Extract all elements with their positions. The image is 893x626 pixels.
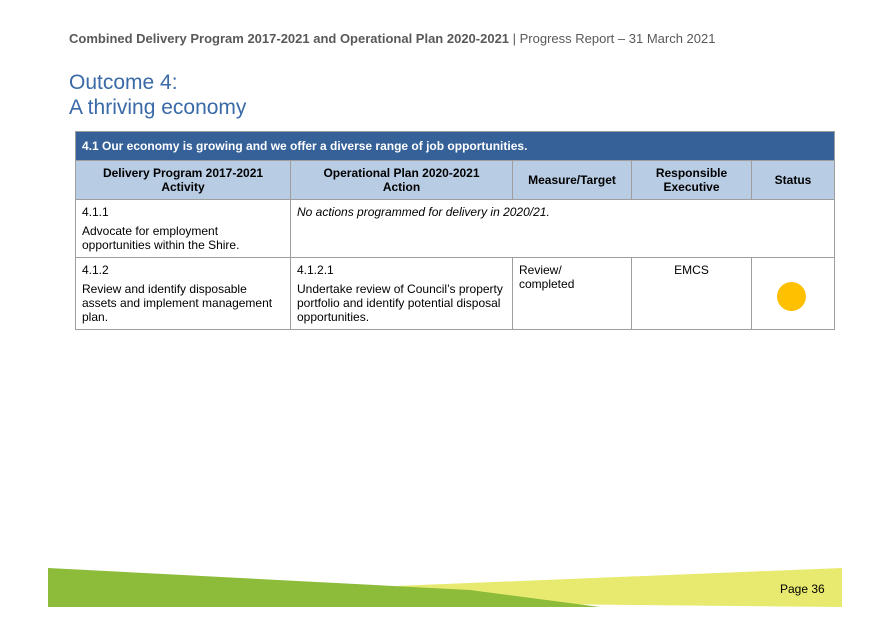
header-program-title: Combined Delivery Program 2017-2021 and … (69, 31, 510, 46)
status-cell (750, 257, 836, 330)
table-row: 4.1.1 Advocate for employment opportunit… (75, 199, 836, 258)
header-separator: | (509, 31, 520, 46)
progress-table: 4.1 Our economy is growing and we offer … (74, 131, 836, 330)
title-outcome-number: Outcome 4: (69, 71, 178, 94)
page-title: Outcome 4: A thriving economy (69, 70, 246, 120)
activity-ref: 4.1.1 (82, 205, 109, 219)
table-row: 4.1.2 Review and identify disposable ass… (75, 257, 836, 330)
activity-ref: 4.1.2 (82, 263, 109, 277)
footer-green-band (48, 568, 600, 607)
executive-cell: EMCS (631, 257, 752, 330)
section-heading-row: 4.1 Our economy is growing and we offer … (74, 131, 836, 161)
document-header: Combined Delivery Program 2017-2021 and … (69, 31, 715, 46)
activity-text: Advocate for employment opportunities wi… (82, 224, 240, 252)
column-header-measure: Measure/Target (512, 160, 632, 200)
status-indicator-icon (777, 282, 806, 311)
action-ref: 4.1.2.1 (297, 263, 334, 277)
page-number: Page 36 (780, 582, 825, 596)
section-heading: 4.1 Our economy is growing and we offer … (74, 131, 836, 161)
action-cell: 4.1.2.1 Undertake review of Council’s pr… (290, 257, 513, 330)
activity-cell: 4.1.1 Advocate for employment opportunit… (75, 199, 291, 258)
no-actions-note: No actions programmed for delivery in 20… (289, 199, 836, 258)
activity-text: Review and identify disposable assets an… (82, 282, 273, 324)
title-outcome-name: A thriving economy (69, 96, 247, 119)
activity-cell: 4.1.2 Review and identify disposable ass… (75, 257, 291, 330)
measure-text: Review/ completed (519, 263, 575, 291)
footer-swoosh (48, 568, 842, 607)
column-header-status: Status (750, 160, 836, 200)
header-report-date: Progress Report – 31 March 2021 (519, 31, 716, 46)
measure-cell: Review/ completed (512, 257, 632, 330)
action-text: Undertake review of Council’s property p… (297, 282, 503, 324)
